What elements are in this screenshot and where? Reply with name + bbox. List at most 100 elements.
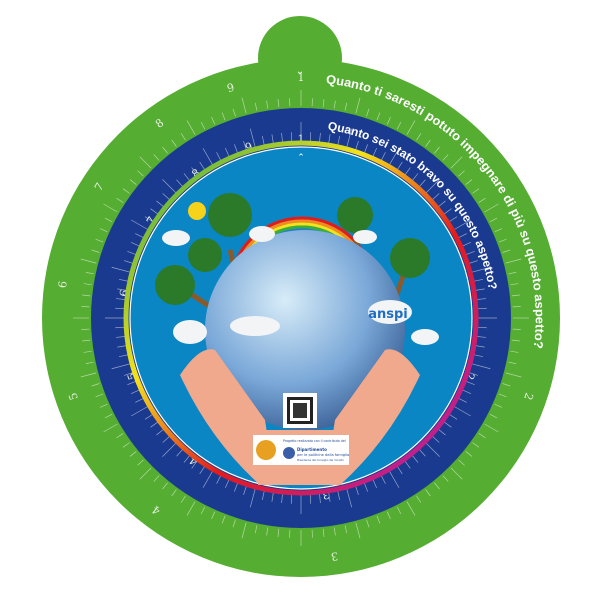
tick-mark [502, 383, 511, 387]
tick-mark [183, 454, 191, 463]
qr-code [283, 393, 317, 428]
tick-mark [425, 179, 440, 194]
tick-mark [418, 179, 426, 188]
tick-mark [448, 216, 458, 223]
tick-mark [470, 363, 491, 370]
tick-mark [116, 433, 124, 439]
tick-mark [380, 152, 386, 162]
tick-mark [355, 485, 359, 496]
tick-mark [225, 478, 230, 489]
tick-mark [115, 326, 126, 329]
tick-mark [322, 528, 325, 537]
tick-mark [183, 173, 191, 182]
tick-mark [465, 380, 475, 385]
tick-mark [281, 132, 283, 144]
tick-mark [505, 258, 522, 264]
scale-number: 1 [298, 71, 305, 84]
tick-mark [355, 97, 361, 114]
tick-mark [346, 487, 353, 508]
tick-mark [498, 393, 507, 398]
tick-mark [363, 144, 368, 154]
tick-mark [465, 451, 473, 457]
tick-mark [200, 506, 206, 515]
tick-mark [411, 454, 419, 463]
tick-mark [225, 147, 230, 158]
tick-mark [396, 506, 402, 515]
tick-mark [468, 260, 479, 264]
tick-mark [83, 350, 92, 353]
tick-mark [241, 522, 247, 539]
tick-mark [104, 217, 113, 223]
tick-mark [266, 100, 269, 109]
tick-mark [505, 372, 522, 378]
scale-number: 9 [244, 140, 254, 154]
tick-mark [388, 148, 400, 166]
tick-mark [484, 423, 499, 433]
tick-mark [468, 372, 479, 376]
tick-mark [139, 467, 152, 480]
tick-mark [443, 208, 452, 215]
tick-mark [431, 435, 440, 443]
tick-mark [478, 197, 486, 203]
tick-mark [388, 470, 400, 488]
scale-number: 5 [125, 371, 140, 382]
tick-mark [290, 493, 293, 504]
tick-mark [434, 482, 440, 490]
tick-mark [153, 154, 160, 161]
tick-mark [186, 120, 196, 135]
tick-mark [234, 144, 239, 154]
tick-mark [162, 193, 171, 201]
tick-mark [123, 372, 134, 376]
tick-mark [416, 133, 422, 141]
tick-mark [153, 475, 160, 482]
tick-mark [216, 474, 222, 484]
tick-mark [135, 233, 145, 239]
tick-mark [366, 519, 370, 528]
tick-mark [271, 134, 274, 145]
tick-mark [473, 354, 484, 358]
tick-mark [243, 485, 247, 496]
tick-mark [510, 283, 519, 286]
tick-mark [103, 423, 118, 433]
tick-mark [111, 266, 132, 273]
tick-mark [131, 219, 149, 231]
tick-mark [95, 393, 104, 398]
tick-mark [162, 146, 168, 154]
tick-mark [344, 525, 348, 534]
tick-mark [266, 527, 269, 536]
tick-mark [85, 361, 94, 365]
tick-mark [475, 336, 487, 338]
tick-mark [137, 170, 144, 177]
tick-mark [450, 156, 463, 169]
tick-mark [474, 288, 485, 291]
tick-mark [337, 135, 341, 146]
tick-mark [261, 490, 265, 501]
tick-mark [139, 156, 152, 169]
tick-mark [277, 99, 280, 108]
svg-text:Progetto realizzato con il con: Progetto realizzato con il contributo de… [283, 439, 346, 443]
tick-mark [254, 525, 258, 534]
tick-mark [386, 116, 391, 125]
tick-mark [508, 361, 517, 365]
tick-mark [186, 501, 196, 516]
tick-mark [200, 121, 206, 130]
tick-mark [372, 478, 377, 489]
tick-mark [91, 249, 100, 253]
tick-mark [129, 451, 137, 457]
tick-mark [443, 421, 452, 428]
tick-mark [344, 102, 348, 111]
scale-number: 9 [225, 81, 235, 95]
outer-ticks [73, 90, 529, 546]
tick-mark [129, 179, 137, 185]
tick-mark [243, 140, 247, 151]
tick-mark [221, 112, 226, 121]
tick-mark [277, 528, 280, 537]
globe [205, 230, 405, 430]
tick-mark [376, 112, 381, 121]
tick-mark [176, 179, 184, 188]
tick-mark [290, 132, 293, 143]
tick-mark [115, 307, 126, 310]
tick-mark [156, 200, 165, 208]
tick-mark [144, 413, 154, 420]
